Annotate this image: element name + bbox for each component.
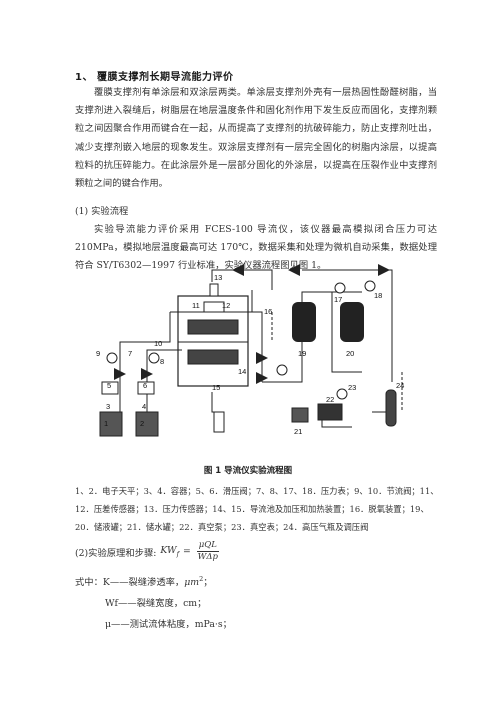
formula-numerator: μQL [196,540,219,552]
figure-number-label: 2 [140,419,144,428]
electronic-balances [99,381,159,437]
intro-paragraph: 覆膜支撑剂有单涂层和双涂层两类。单涂层支撑剂外壳有一层热固性酚醛树脂，当支撑剂进… [75,87,437,190]
vacuum-and-gas [213,389,397,433]
definition-mu: μ——测试流体粘度，mPa·s； [105,619,232,631]
figure-number-label: 16 [264,307,272,316]
figure-number-label: 19 [298,349,306,358]
figure-number-label: 4 [142,402,146,411]
figure-number-label: 9 [96,349,100,358]
figure-number-label: 14 [238,367,246,376]
pipe-line [302,269,393,292]
procedure-paragraph: 实验导流能力评价采用 FCES-100 导流仪，该仪器最高模拟闭合压力可达 21… [75,224,437,272]
subsection-heading-principle: (2)实验原理和步骤: [75,547,157,559]
figure-number-label: 17 [334,295,342,304]
pipe-line [331,292,362,373]
pressure-gauges [106,280,376,400]
figure-number-label: 21 [294,427,302,436]
pipe-line [146,349,182,362]
figure-number-label: 3 [106,402,110,411]
figure-number-label: 6 [143,381,147,390]
figure-caption: 图 1 导流仪实验流程图 [203,466,293,476]
definition-k: 式中：K——裂缝渗透率，μm2； [75,575,213,589]
figure-number-label: 13 [214,273,222,282]
variable-definitions: 式中：K——裂缝渗透率，μm2； Wf——裂缝宽度，cm； μ——测试流体粘度，… [75,569,232,635]
pipe-line [252,311,263,382]
figure-number-label: 12 [222,301,230,310]
figure-legend: 1、2．电子天平；3、4．容器；5、6．滑压阀；7、8、17、18．压力表；9、… [75,486,439,533]
pipe-line [211,392,222,413]
figure-number-label: 7 [128,349,132,358]
formula-lhs: KWf [160,545,179,558]
section-title: 1、 覆膜支撑剂长期导流能力评价 [75,72,234,83]
figure-number-label: 1 [104,419,108,428]
conductivity-cell [177,283,249,387]
figure-number-label: 20 [346,349,354,358]
pipe-line [119,312,171,362]
flow-diagram: 1 2 3 4 5 6 7 8 9 10 11 12 13 14 15 16 1… [96,264,404,437]
storage-tanks [292,302,364,342]
figure-number-label: 23 [348,383,356,392]
valves [114,264,390,384]
subsection-heading-procedure: (1) 实验流程 [75,206,129,217]
formula-fraction: μQL WΔp [196,540,219,563]
formula-line: (2)实验原理和步骤: KWf = μQL WΔp [75,540,219,563]
formula-denominator: WΔp [197,552,218,562]
figure-number-label: 5 [107,381,111,390]
figure-number-label: 10 [154,339,162,348]
formula-equals: = [182,546,191,557]
figure-number-label: 15 [212,383,220,392]
figure-number-label: 24 [396,381,404,390]
figure-number-label: 18 [374,291,382,300]
figure-number-label: 22 [326,395,334,404]
figure-number-label: 8 [160,357,164,366]
definition-wf: Wf——裂缝宽度，cm； [105,598,207,610]
figure-number-label: 11 [192,301,200,310]
